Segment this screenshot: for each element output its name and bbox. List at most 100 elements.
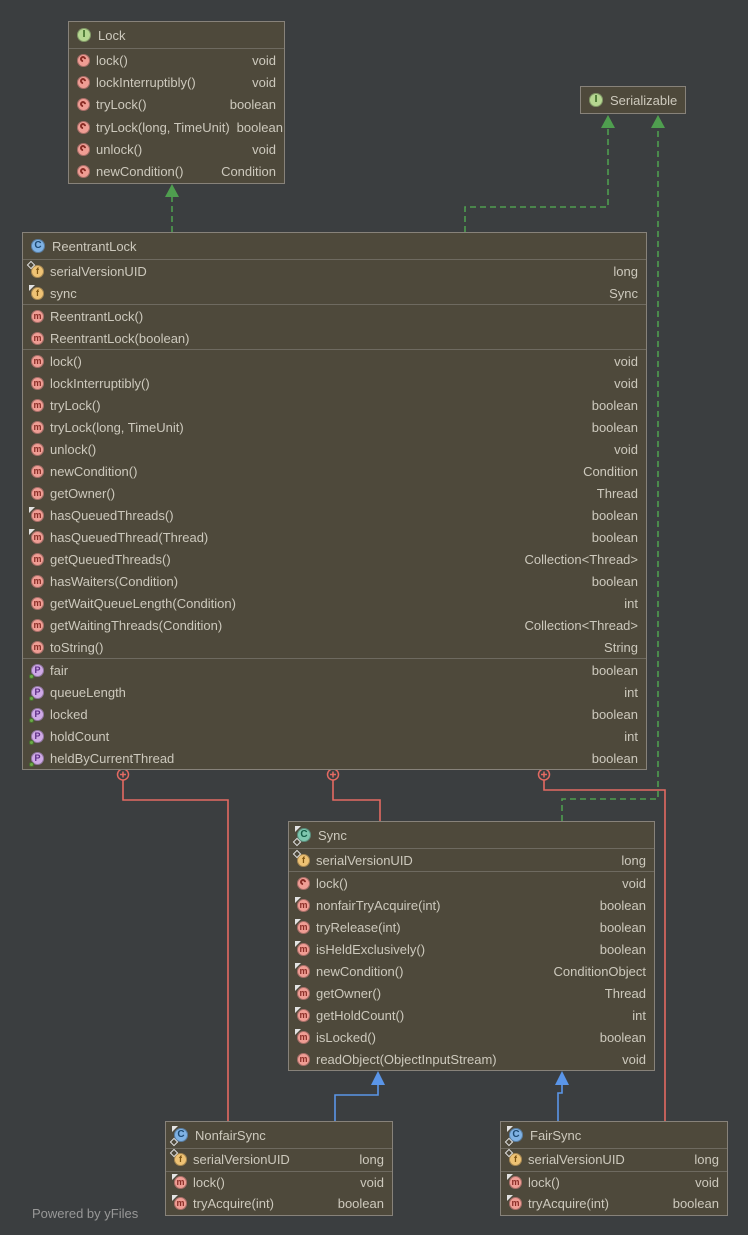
member-type: boolean [229, 97, 276, 113]
method-icon: m [31, 376, 44, 390]
member-name: sync [50, 285, 78, 301]
member-type: boolean [591, 573, 638, 589]
method-row[interactable]: lock()void [69, 49, 284, 71]
member-type: long [621, 852, 646, 868]
method-icon: m [295, 918, 310, 934]
member-name: lock() [96, 52, 129, 68]
triangle-tl-modifier-mark [295, 940, 301, 947]
method-row[interactable]: lock()void [289, 872, 654, 894]
dot-bl-modifier-mark [29, 673, 34, 679]
member-type: boolean [591, 507, 638, 523]
property-icon: P [29, 729, 44, 745]
method-icon: m [31, 596, 44, 610]
diamond-bl-modifier-mark [504, 1137, 514, 1147]
member-type: int [624, 595, 638, 611]
method-row[interactable]: lockInterruptibly()void [69, 71, 284, 93]
method-icon: m [297, 1052, 310, 1066]
member-type: boolean [599, 897, 646, 913]
member-type: Condition [221, 164, 276, 180]
member-name: serialVersionUID [193, 1152, 291, 1168]
arrowhead-icon [555, 1071, 569, 1085]
member-name: tryLock() [50, 397, 102, 413]
dot-bl-modifier-mark [29, 695, 34, 701]
method-icon: m [31, 398, 44, 412]
member-name: tryLock(long, TimeUnit) [50, 419, 185, 435]
field-icon: f [504, 1149, 522, 1167]
diamond-tl-modifier-mark [504, 1149, 514, 1158]
class-icon: C [31, 239, 45, 253]
method-row[interactable]: unlock()void [69, 138, 284, 160]
edge-reentrantlock-nonfairsync [122, 780, 229, 1121]
member-name: tryRelease(int) [316, 919, 402, 935]
member-name: heldByCurrentThread [50, 750, 176, 766]
member-type: String [604, 639, 638, 655]
edge-reentrantlock-serializable [464, 128, 609, 232]
method-icon: m [31, 442, 44, 456]
member-type: Thread [604, 985, 646, 1001]
class-name-label: FairSync [530, 1127, 582, 1143]
method-row[interactable]: tryLock()boolean [69, 94, 284, 116]
member-name: newCondition() [96, 164, 185, 180]
member-name: tryAcquire(int) [528, 1196, 610, 1212]
method-icon: m [29, 506, 44, 522]
method-icon: m [31, 640, 44, 654]
member-name: newCondition() [316, 963, 405, 979]
member-name: isHeldExclusively() [316, 941, 427, 957]
method-row[interactable]: newCondition() Condition [69, 160, 284, 182]
member-type: int [624, 684, 638, 700]
method-row[interactable]: tryLock(long, TimeUnit)boolean [69, 116, 284, 138]
method-icon: m [31, 331, 44, 345]
triangle-tl-modifier-mark [172, 1173, 178, 1180]
